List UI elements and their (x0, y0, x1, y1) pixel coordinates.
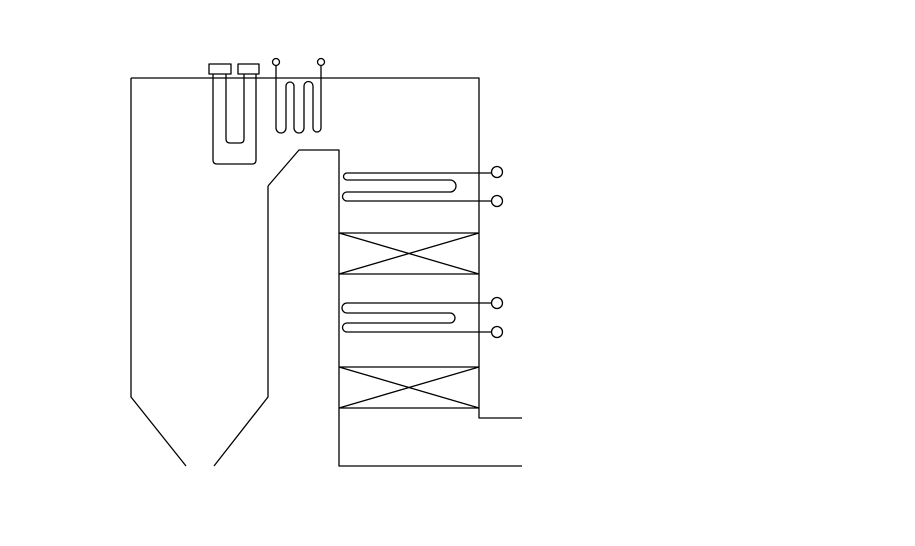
upper-convective-coil (341, 172, 491, 202)
furnace-nose (267, 149, 522, 467)
upper-coil-outlet-node (490, 194, 504, 208)
lower-coil-inlet-node (490, 296, 504, 310)
header-cap-right (237, 63, 260, 75)
platen-outlet-node (316, 57, 326, 67)
header-cap-left (208, 63, 232, 75)
lower-convective-coil (341, 302, 491, 333)
platen-inlet-node (271, 57, 281, 67)
platen-serpentine-coil (275, 66, 322, 134)
lower-coil-outlet-node (490, 325, 504, 339)
u-tube-superheater (212, 74, 257, 165)
heat-exchanger-block-lower (338, 366, 480, 409)
upper-coil-inlet-node (490, 165, 504, 179)
furnace-shell (130, 77, 522, 467)
heat-exchanger-block-upper (338, 232, 480, 275)
